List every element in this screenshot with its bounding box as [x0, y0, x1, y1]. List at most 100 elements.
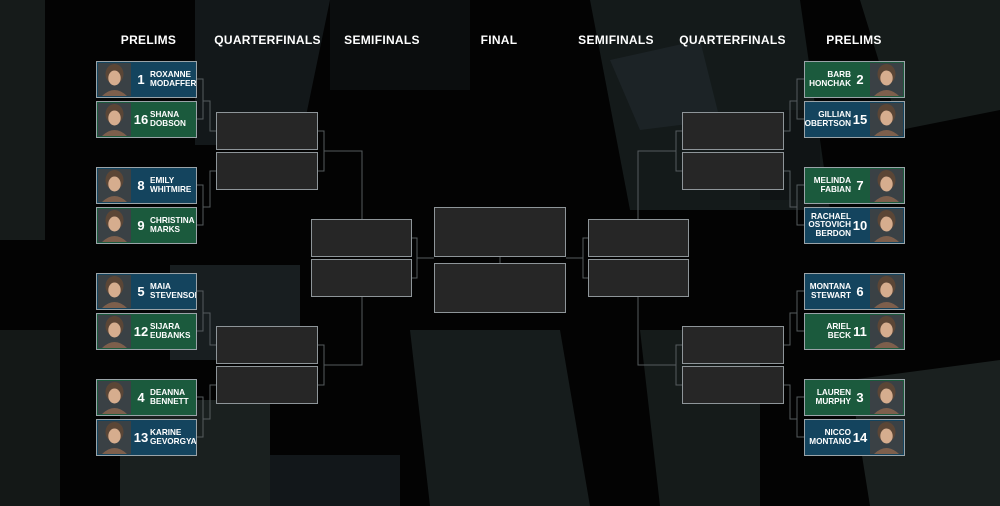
- fighter-card[interactable]: 13KARINEGEVORGYAN: [96, 419, 197, 456]
- right-semifinal-slot[interactable]: [588, 259, 689, 297]
- fighter-photo-icon: [870, 103, 903, 136]
- fighter-name-line: DEANNA: [150, 387, 186, 397]
- right-quarterfinal-slot[interactable]: [682, 366, 784, 404]
- connector-line: [784, 312, 797, 346]
- right-quarterfinal-slot[interactable]: [682, 152, 784, 190]
- fighter-seed: 11: [853, 324, 867, 339]
- fighter-name-line: GILLIAN: [818, 109, 851, 119]
- fighter-photo-icon: [870, 421, 903, 454]
- fighter-name-line: ROBERTSON: [804, 118, 851, 128]
- connector-line: [203, 170, 216, 208]
- fighter-name-line: SHANA: [150, 109, 180, 119]
- fighter-name-line: BARB: [827, 69, 851, 79]
- fighter-name-line: OSTOVICH: [808, 220, 851, 230]
- fighter-card[interactable]: 15GILLIANROBERTSON: [804, 101, 905, 138]
- connector-line: [197, 396, 204, 438]
- connector-line: [318, 130, 325, 172]
- fighter-photo-icon: [98, 63, 131, 96]
- fighter-name: KARINEGEVORGYAN: [150, 420, 196, 455]
- fighter-photo-icon: [870, 275, 903, 308]
- header-right-semifinals: SEMIFINALS: [578, 33, 654, 47]
- connector-line: [796, 78, 804, 120]
- fighter-photo-icon: [870, 315, 903, 348]
- connector-line: [637, 297, 676, 366]
- fighter-seed: 6: [856, 284, 864, 299]
- header-final: FINAL: [480, 33, 518, 47]
- fighter-photo-icon: [98, 421, 131, 454]
- fighter-seed: 4: [137, 390, 145, 405]
- final-slot[interactable]: [434, 263, 566, 313]
- right-semifinal-slot[interactable]: [588, 219, 689, 257]
- left-quarterfinal-slot[interactable]: [216, 112, 318, 150]
- connector-line: [203, 100, 216, 132]
- fighter-photo-icon: [870, 169, 903, 202]
- fighter-name-line: LAUREN: [816, 387, 851, 397]
- header-left-quarterfinals: QUARTERFINALS: [214, 33, 321, 47]
- connector-line: [203, 312, 216, 346]
- right-quarterfinal-slot[interactable]: [682, 112, 784, 150]
- fighter-name-line: FABIAN: [820, 184, 851, 194]
- fighter-seed: 8: [137, 178, 145, 193]
- connector-line: [197, 184, 204, 226]
- left-quarterfinal-slot[interactable]: [216, 326, 318, 364]
- connector-line: [784, 170, 797, 208]
- left-quarterfinal-slot[interactable]: [216, 152, 318, 190]
- fighter-name-line: MELINDA: [813, 175, 851, 185]
- connector-line: [197, 290, 204, 332]
- fighter-name-line: ARIEL: [826, 321, 851, 331]
- connector-line: [324, 150, 363, 219]
- final-slot[interactable]: [434, 207, 566, 257]
- fighter-name-line: STEWART: [810, 290, 851, 300]
- connector-line: [203, 384, 216, 420]
- connector-line: [796, 290, 804, 332]
- fighter-name-line: BENNETT: [150, 396, 189, 406]
- connector-line: [784, 384, 797, 420]
- fighter-name-line: MONTANA: [809, 281, 851, 291]
- header-right-prelims: PRELIMS: [826, 33, 882, 47]
- fighter-name-line: BECK: [827, 330, 851, 340]
- fighter-name-line: EUBANKS: [150, 330, 191, 340]
- header-left-semifinals: SEMIFINALS: [344, 33, 420, 47]
- right-quarterfinal-slot[interactable]: [682, 326, 784, 364]
- connector-line: [637, 150, 676, 219]
- fighter-name-line: MODAFFERI: [150, 78, 197, 88]
- fighter-name-line: MAIA: [150, 281, 171, 291]
- fighter-name-line: GEVORGYAN: [150, 436, 197, 446]
- left-semifinal-slot[interactable]: [311, 259, 412, 297]
- fighter-seed: 12: [133, 324, 149, 339]
- header-right-quarterfinals: QUARTERFINALS: [679, 33, 786, 47]
- connector-line: [412, 237, 418, 279]
- fighter-name-line: HONCHAK: [809, 78, 851, 88]
- fighter-seed: 7: [856, 178, 864, 193]
- left-quarterfinal-slot[interactable]: [216, 366, 318, 404]
- connector-line: [796, 184, 804, 226]
- fighter-name-line: NICCO: [824, 427, 851, 437]
- left-semifinal-slot[interactable]: [311, 219, 412, 257]
- fighter-name-line: KARINE: [150, 427, 182, 437]
